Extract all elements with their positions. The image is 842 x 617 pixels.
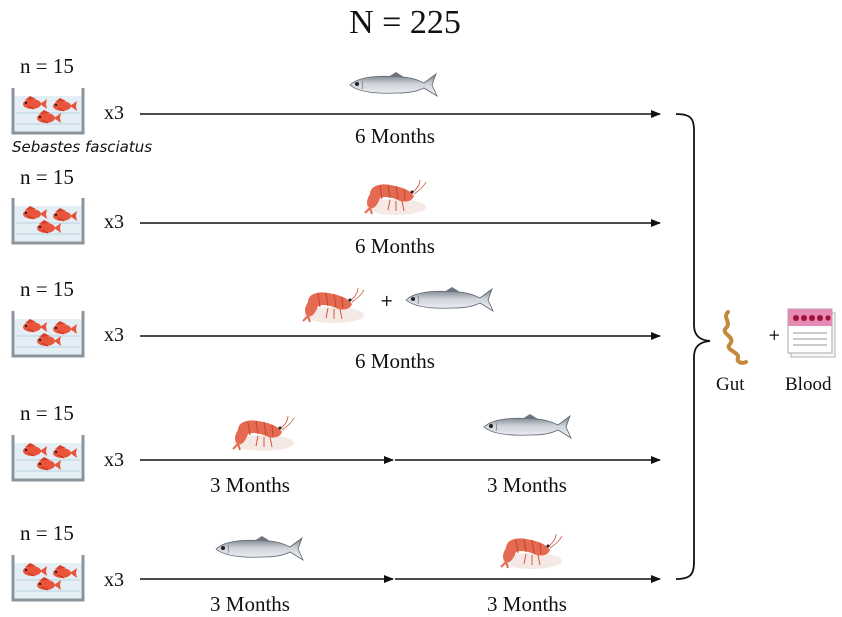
shrimp-icon xyxy=(501,534,562,569)
blood-sample-icon xyxy=(788,309,835,357)
tank-icon xyxy=(12,88,84,134)
capelin-icon xyxy=(406,287,493,311)
shrimp-icon xyxy=(303,288,364,323)
tank-icon xyxy=(12,198,84,244)
brace xyxy=(676,114,710,579)
capelin-icon xyxy=(216,536,303,560)
gut-icon xyxy=(725,312,746,363)
tank-icon xyxy=(12,435,84,481)
tank-icon xyxy=(12,311,84,357)
tank-icon xyxy=(12,555,84,601)
capelin-icon xyxy=(350,72,437,96)
capelin-icon xyxy=(484,414,571,438)
plus-sign: + xyxy=(380,291,393,310)
shrimp-icon xyxy=(365,180,426,215)
shrimp-icon xyxy=(233,416,294,451)
output-plus-sign: + xyxy=(768,326,781,344)
